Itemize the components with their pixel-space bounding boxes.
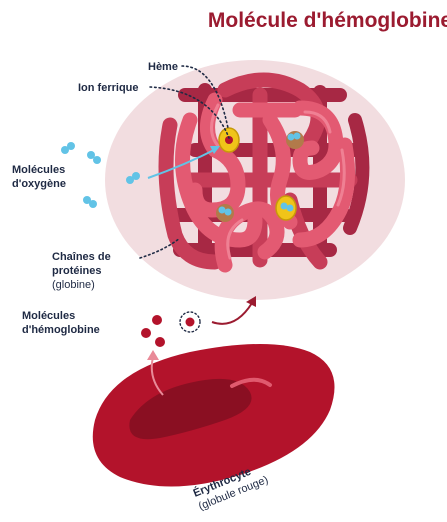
chain-highlight bbox=[336, 148, 346, 207]
heme-group-top-left bbox=[218, 127, 240, 153]
chains-leader-line bbox=[139, 237, 181, 259]
hemoglobin-molecule bbox=[158, 72, 370, 273]
chain-highlight bbox=[210, 103, 220, 148]
chains-label-line1: Chaînes de bbox=[52, 251, 111, 263]
heme-group-bottom-left bbox=[216, 204, 234, 222]
protein-chain bbox=[175, 112, 263, 248]
diagram-title: Molécule d'hémoglobine bbox=[208, 9, 447, 32]
zoom-arrow bbox=[211, 302, 253, 325]
protein-chain bbox=[217, 72, 326, 148]
chain-highlight bbox=[303, 110, 332, 134]
erythrocyte-center bbox=[129, 378, 252, 440]
protein-chain bbox=[158, 117, 223, 270]
oxygen-label-line1: Molécules bbox=[12, 164, 65, 176]
protein-chain bbox=[187, 92, 246, 218]
oxygen-molecule bbox=[126, 172, 140, 184]
hemoglobin-dot bbox=[141, 328, 151, 338]
oxygen-molecule bbox=[83, 196, 97, 208]
hemoglobin-dots bbox=[141, 315, 195, 347]
protein-chain bbox=[292, 137, 356, 248]
oxygen-molecule bbox=[87, 151, 101, 164]
protein-chain bbox=[292, 100, 344, 180]
hemoglobin-dot bbox=[155, 337, 165, 347]
chains-label-line2: protéines bbox=[52, 265, 102, 277]
erythrocyte-highlight bbox=[230, 377, 272, 388]
hemoglobin-dot bbox=[152, 315, 162, 325]
oxygen-molecules bbox=[61, 142, 140, 208]
erythrocyte bbox=[92, 344, 335, 487]
oxygen-molecule bbox=[61, 142, 75, 154]
heme-label: Hème bbox=[148, 61, 178, 73]
ferric-ion-label: Ion ferrique bbox=[78, 82, 139, 94]
ferric-ion-leader-line bbox=[149, 86, 230, 139]
heme-group-top-right bbox=[286, 131, 304, 149]
chains-label-line3: (globine) bbox=[52, 279, 95, 291]
release-arrowhead bbox=[147, 350, 159, 360]
hemoglobin-highlight-circle bbox=[179, 311, 201, 333]
protein-chain bbox=[343, 113, 370, 235]
oxygen-binding-arrowhead bbox=[210, 146, 220, 154]
heme-group-bottom-right bbox=[275, 195, 297, 221]
hemoglobin-dot bbox=[185, 317, 195, 327]
chain-highlight bbox=[226, 218, 244, 260]
release-arrow bbox=[150, 356, 164, 396]
hemoglobin-label-line2: d'hémoglobine bbox=[22, 324, 100, 336]
oxygen-label-line2: d'oxygène bbox=[12, 178, 66, 190]
protein-chain bbox=[214, 201, 285, 273]
oxygen-binding-arrow bbox=[147, 147, 219, 179]
heme-leader-line bbox=[181, 65, 229, 129]
zoom-arrowhead bbox=[246, 296, 256, 307]
hemoglobin-label-line1: Molécules bbox=[22, 310, 75, 322]
